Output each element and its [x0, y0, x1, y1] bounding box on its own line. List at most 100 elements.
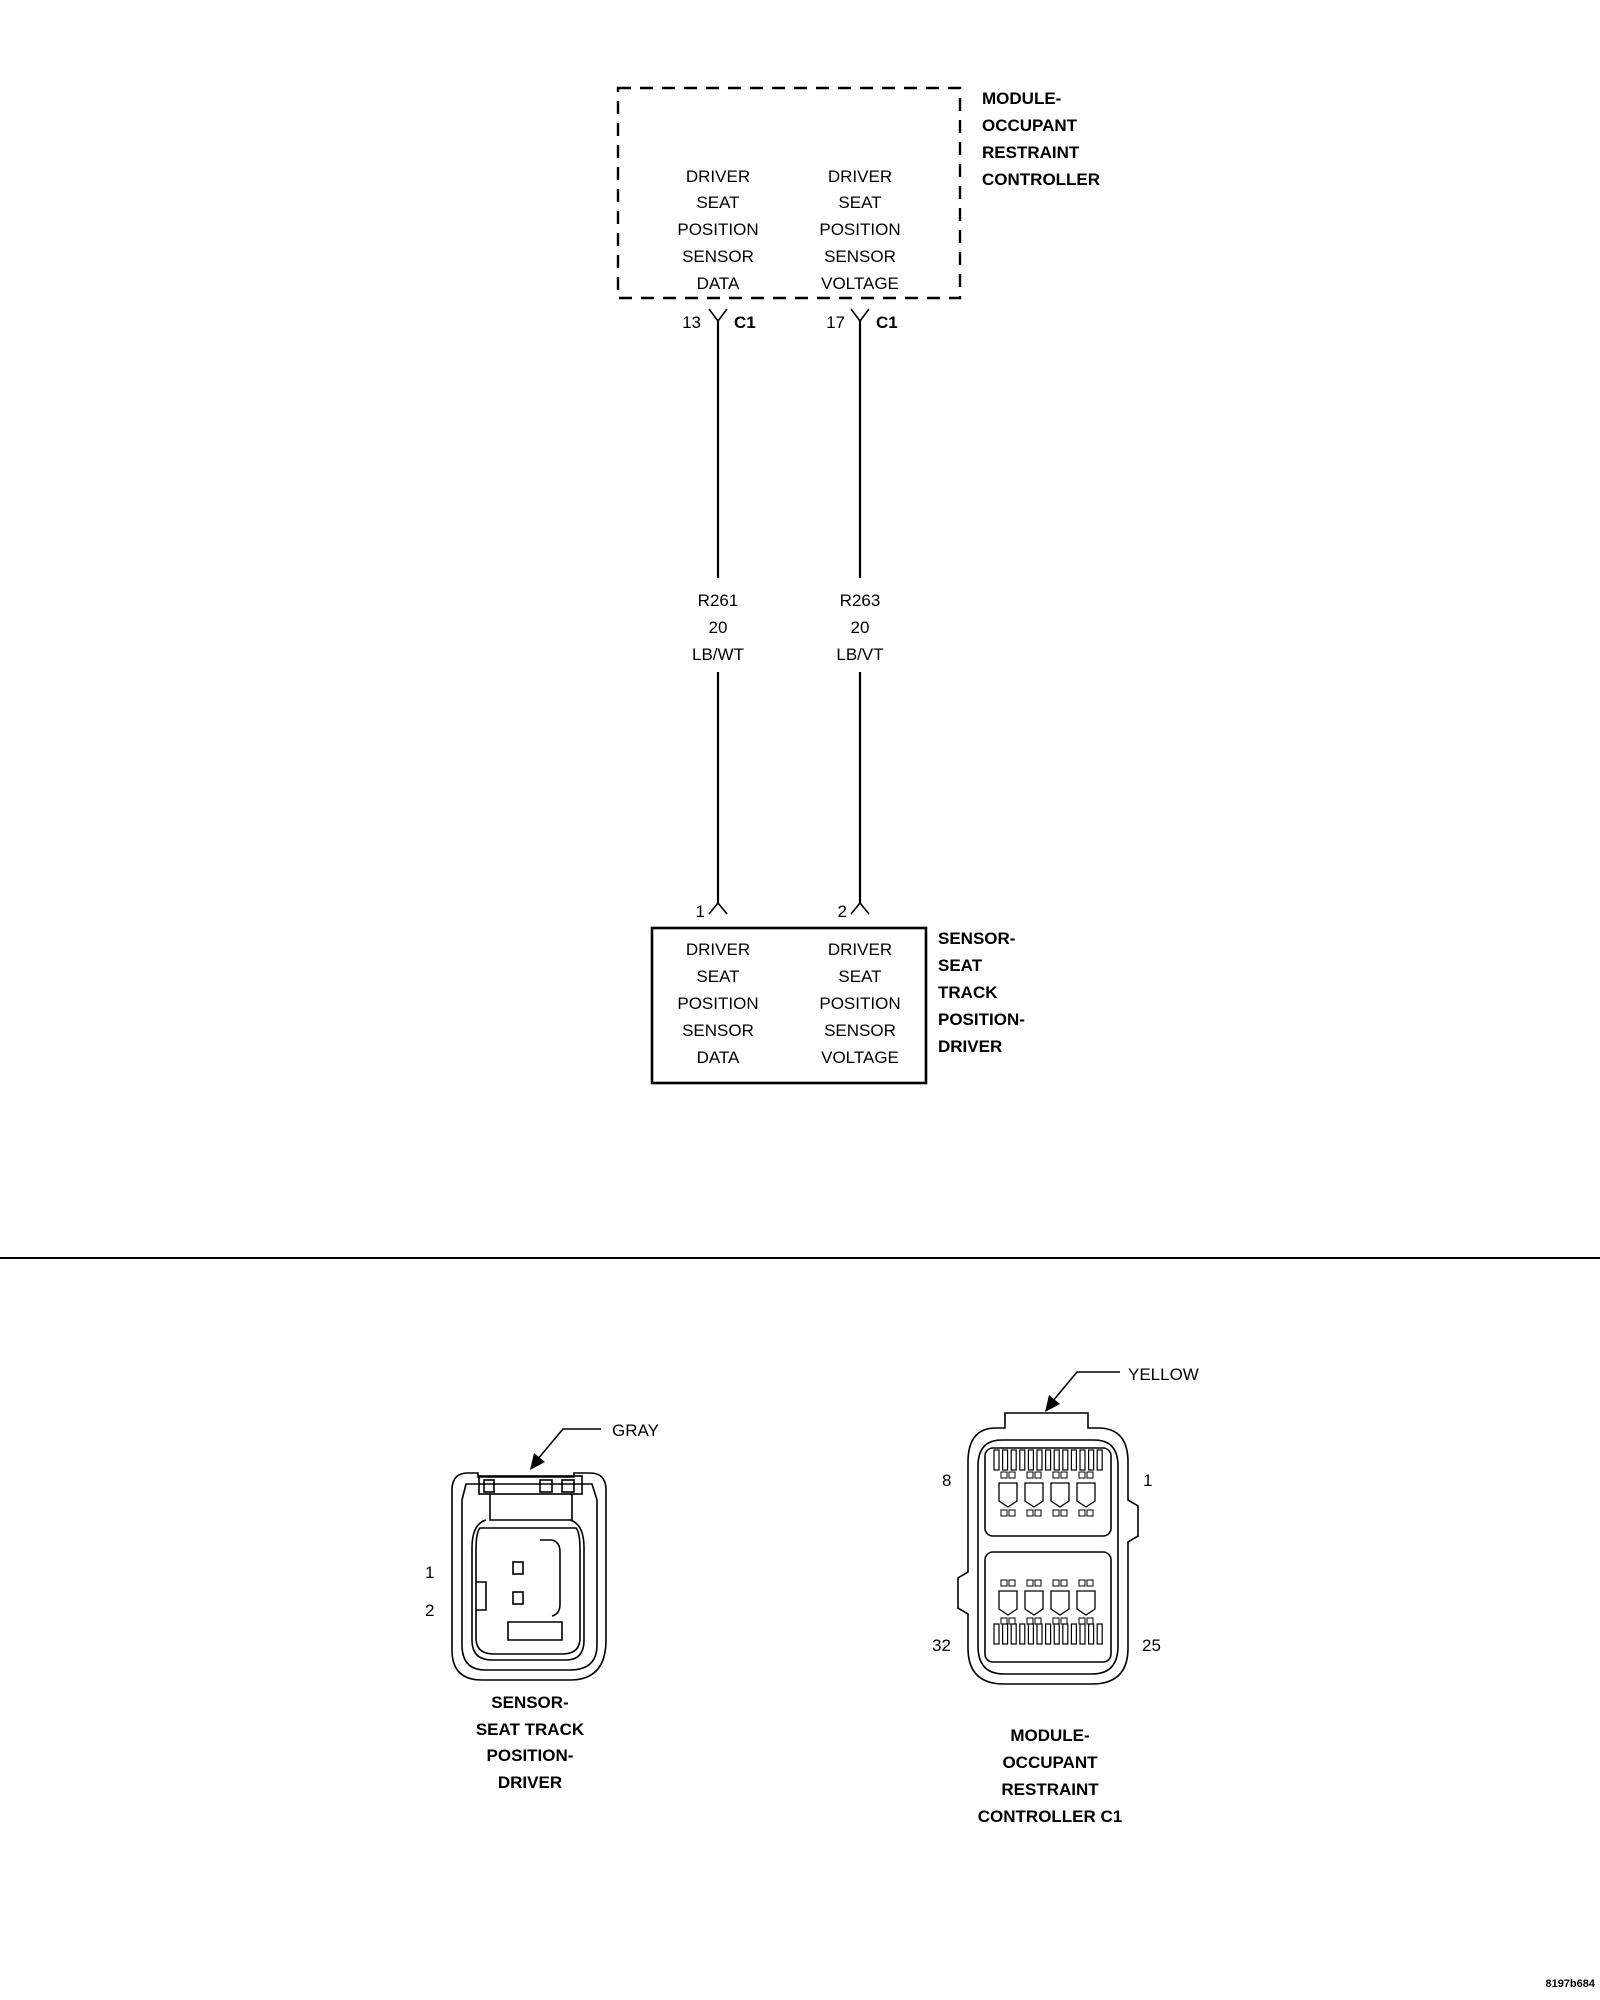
pin-label: 1	[425, 1563, 434, 1582]
pin-label: 8	[942, 1471, 951, 1490]
latch-square	[1078, 1509, 1086, 1517]
sensor-cavity-1: 1	[696, 901, 728, 921]
latch-square	[1060, 1617, 1068, 1625]
svg-text:DRIVER: DRIVER	[828, 167, 892, 186]
svg-text:VOLTAGE: VOLTAGE	[821, 1048, 899, 1067]
pin-slot	[1010, 1623, 1017, 1645]
module-title-line: CONTROLLER	[982, 170, 1100, 189]
pin-slot	[1044, 1623, 1052, 1645]
svg-text:CONTROLLER C1: CONTROLLER C1	[978, 1807, 1123, 1826]
pin-slot	[1096, 1449, 1103, 1471]
latch-square	[1052, 1579, 1060, 1587]
connector-cavities	[993, 1579, 1103, 1645]
svg-text:SEAT: SEAT	[696, 193, 739, 212]
pin-slot	[1079, 1623, 1086, 1645]
module-box	[616, 86, 962, 300]
svg-text:SENSOR-: SENSOR-	[491, 1693, 568, 1712]
pin-slot	[1079, 1449, 1086, 1471]
svg-text:MODULE-: MODULE-	[1010, 1726, 1089, 1745]
svg-text:SEAT: SEAT	[838, 193, 881, 212]
svg-text:POSITION: POSITION	[677, 220, 758, 239]
svg-text:DRIVER: DRIVER	[686, 940, 750, 959]
latch-square	[1078, 1579, 1086, 1587]
sensor-box	[650, 926, 928, 1085]
latch-square	[1086, 1509, 1094, 1517]
module-title: MODULE- OCCUPANT RESTRAINT CONTROLLER	[982, 89, 1100, 189]
wire-circuit: R263	[840, 591, 881, 610]
pin-slot	[1044, 1449, 1052, 1471]
sensor-title-line: SENSOR-	[938, 929, 1015, 948]
svg-text:C1: C1	[876, 313, 898, 332]
connector-pin-icon	[850, 308, 870, 323]
latch-square	[1000, 1617, 1008, 1625]
latch-square	[1060, 1509, 1068, 1517]
sensor-title-line: DRIVER	[938, 1037, 1002, 1056]
latch-square	[1086, 1579, 1094, 1587]
pin-label: 2	[425, 1601, 434, 1620]
connector-latch	[478, 1475, 583, 1495]
wire-r263: R263 20 LB/VT	[836, 321, 884, 903]
terminal-cavity	[998, 1482, 1018, 1508]
pin-slot	[1087, 1623, 1095, 1645]
pin-slot	[1010, 1449, 1017, 1471]
svg-text:SEAT: SEAT	[838, 967, 881, 986]
latch-square	[1052, 1617, 1060, 1625]
connector-cavities	[993, 1449, 1103, 1517]
sensor-connector-view: GRAY 1 2 SENSOR- SEAT TRACK POSITION- DR…	[425, 1421, 659, 1792]
latch-square	[1008, 1579, 1016, 1587]
latch-square	[1026, 1471, 1034, 1479]
terminal-cavity	[1050, 1482, 1070, 1508]
terminal-cavity	[1050, 1590, 1070, 1616]
svg-text:1: 1	[696, 902, 705, 921]
svg-text:C1: C1	[734, 313, 756, 332]
pin-slot	[1001, 1449, 1009, 1471]
wire-gauge: 20	[709, 618, 728, 637]
svg-text:DRIVER: DRIVER	[686, 167, 750, 186]
svg-text:SENSOR: SENSOR	[824, 247, 896, 266]
latch-square	[1008, 1509, 1016, 1517]
connector-pin-icon	[850, 901, 870, 915]
latch-square	[1026, 1579, 1034, 1587]
connector-lower-block	[984, 1551, 1112, 1663]
terminal-cavity	[1024, 1590, 1044, 1616]
latch-square	[1078, 1471, 1086, 1479]
pin-slot	[1019, 1449, 1026, 1471]
terminal-cavity	[1024, 1482, 1044, 1508]
wire-gauge: 20	[851, 618, 870, 637]
svg-text:SENSOR: SENSOR	[824, 1021, 896, 1040]
latch-square	[1026, 1509, 1034, 1517]
latch-square	[1086, 1471, 1094, 1479]
svg-text:POSITION-: POSITION-	[487, 1746, 574, 1765]
arrow-icon	[1051, 1371, 1120, 1403]
svg-text:17: 17	[826, 313, 845, 332]
sensor-pin-left-label: DRIVER SEAT POSITION SENSOR DATA	[677, 940, 758, 1067]
sensor-title-line: POSITION-	[938, 1010, 1025, 1029]
latch-square	[1060, 1579, 1068, 1587]
svg-text:POSITION: POSITION	[819, 994, 900, 1013]
module-pin-left-label: DRIVER SEAT POSITION SENSOR DATA	[677, 167, 758, 293]
connector-color-label: YELLOW	[1128, 1365, 1199, 1384]
pin-1-cavity	[512, 1561, 524, 1575]
connector-color-label: GRAY	[612, 1421, 659, 1440]
sensor-connector-caption: SENSOR- SEAT TRACK POSITION- DRIVER	[476, 1693, 585, 1792]
latch-square	[1034, 1509, 1042, 1517]
wire-circuit: R261	[698, 591, 739, 610]
connector-upper-block	[984, 1447, 1112, 1537]
pin-slot	[993, 1623, 1000, 1645]
latch-square	[1000, 1471, 1008, 1479]
sensor-pin-right-label: DRIVER SEAT POSITION SENSOR VOLTAGE	[819, 940, 900, 1067]
latch-square	[1052, 1509, 1060, 1517]
pin-slot	[1036, 1623, 1043, 1645]
connector-pin-icon	[708, 308, 728, 323]
svg-text:SENSOR: SENSOR	[682, 247, 754, 266]
sensor-cavity-2: 2	[838, 901, 870, 921]
pin-slot	[1087, 1449, 1095, 1471]
connector-housing	[451, 1472, 607, 1681]
pin-slot	[1070, 1623, 1078, 1645]
svg-text:DRIVER: DRIVER	[498, 1773, 562, 1792]
pin-slot	[1036, 1449, 1043, 1471]
pin-label: 25	[1142, 1636, 1161, 1655]
sensor-title-line: TRACK	[938, 983, 998, 1002]
pin-slot	[1053, 1449, 1060, 1471]
svg-text:POSITION: POSITION	[819, 220, 900, 239]
